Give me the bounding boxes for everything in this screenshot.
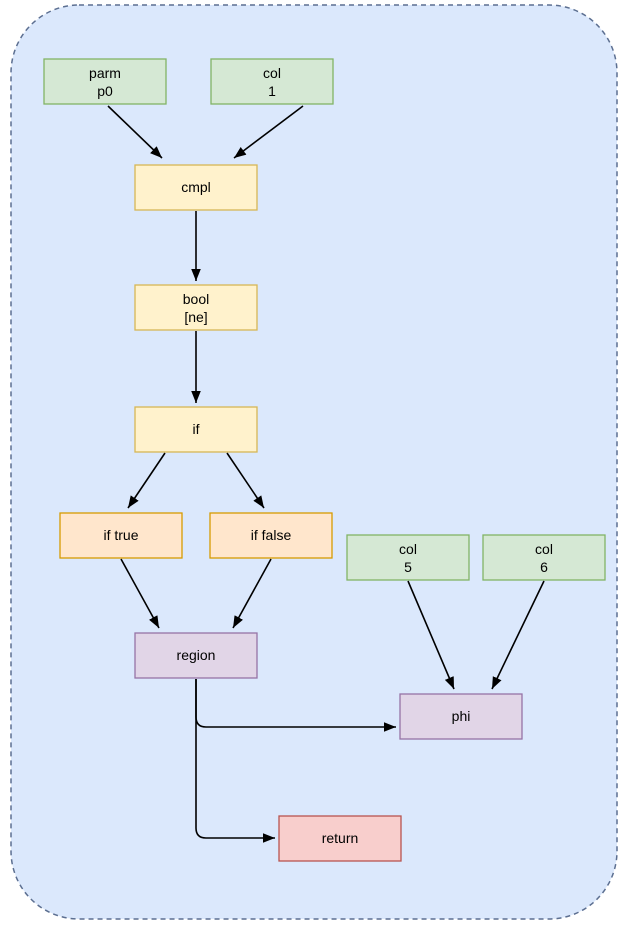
node-col-6-box[interactable] bbox=[482, 534, 606, 581]
node-region[interactable]: region bbox=[134, 632, 258, 679]
node-if-box[interactable] bbox=[134, 406, 258, 453]
edge-iffalse-to-region bbox=[232, 558, 272, 629]
node-col-6[interactable]: col 6 bbox=[482, 534, 606, 581]
node-parm-p0[interactable]: parm p0 bbox=[43, 58, 167, 105]
node-phi[interactable]: phi bbox=[399, 693, 523, 740]
node-bool-ne-label-line1: bool bbox=[183, 291, 209, 307]
edge-region-to-return bbox=[195, 679, 275, 843]
node-col-6-label-line1: col bbox=[535, 541, 553, 557]
node-if-true-label: if true bbox=[103, 527, 138, 543]
edge-iftrue-to-region bbox=[120, 558, 160, 629]
node-col-5-label-line1: col bbox=[399, 541, 417, 557]
node-bool-ne[interactable]: bool [ne] bbox=[134, 284, 258, 331]
node-cmpl-box[interactable] bbox=[134, 164, 258, 211]
node-cmpl-label: cmpl bbox=[181, 179, 211, 195]
node-if-false-label: if false bbox=[251, 527, 292, 543]
node-col-5-box[interactable] bbox=[346, 534, 470, 581]
node-phi-label: phi bbox=[452, 708, 471, 724]
edge-col6-to-phi bbox=[491, 580, 545, 690]
node-region-label: region bbox=[177, 647, 216, 663]
node-parm-p0-box[interactable] bbox=[43, 58, 167, 105]
edge-parm-to-cmpl bbox=[107, 105, 163, 159]
node-parm-p0-label-line1: parm bbox=[89, 65, 121, 81]
edge-col1-to-cmpl bbox=[233, 105, 304, 159]
node-return[interactable]: return bbox=[278, 815, 402, 862]
node-bool-ne-label-line2: [ne] bbox=[184, 309, 207, 325]
node-if-true-box[interactable] bbox=[59, 512, 183, 559]
group-container[interactable] bbox=[10, 4, 618, 920]
node-col-6-label-line2: 6 bbox=[540, 559, 548, 575]
edge-if-to-iftrue bbox=[127, 452, 166, 509]
node-return-label: return bbox=[322, 830, 359, 846]
node-if-true[interactable]: if true bbox=[59, 512, 183, 559]
node-if-false[interactable]: if false bbox=[209, 512, 333, 559]
edge-layer bbox=[107, 105, 545, 843]
node-if-false-box[interactable] bbox=[209, 512, 333, 559]
node-col-1-label-line1: col bbox=[263, 65, 281, 81]
node-parm-p0-label-line2: p0 bbox=[97, 83, 113, 99]
node-col-5[interactable]: col 5 bbox=[346, 534, 470, 581]
node-bool-ne-box[interactable] bbox=[134, 284, 258, 331]
node-if-label: if bbox=[193, 421, 200, 437]
node-phi-box[interactable] bbox=[399, 693, 523, 740]
node-col-5-label-line2: 5 bbox=[404, 559, 412, 575]
node-col-1-label-line2: 1 bbox=[268, 83, 276, 99]
edge-col5-to-phi bbox=[407, 580, 455, 690]
node-return-box[interactable] bbox=[278, 815, 402, 862]
edge-if-to-iffalse bbox=[226, 452, 265, 509]
node-cmpl[interactable]: cmpl bbox=[134, 164, 258, 211]
node-col-1[interactable]: col 1 bbox=[210, 58, 334, 105]
node-col-1-box[interactable] bbox=[210, 58, 334, 105]
node-region-box[interactable] bbox=[134, 632, 258, 679]
node-if[interactable]: if bbox=[134, 406, 258, 453]
